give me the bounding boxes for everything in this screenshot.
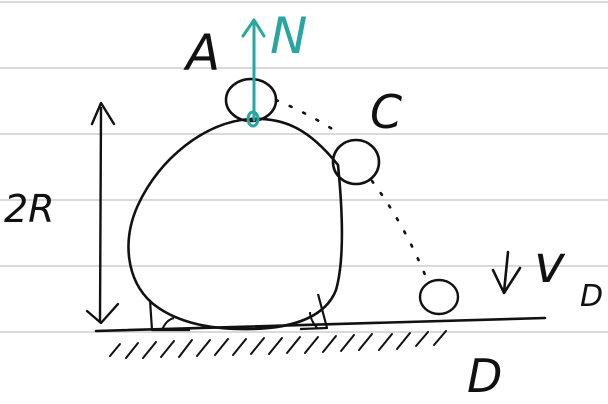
large-sphere [127, 117, 344, 331]
label-n: N [270, 7, 307, 65]
height-arrow [85, 101, 120, 325]
normal-force-arrow [241, 18, 266, 128]
label-2r: 2R [4, 187, 55, 231]
label-d: D [467, 349, 502, 399]
ball-at-d [418, 278, 460, 316]
left-wedge-arc [161, 317, 175, 331]
label-velocity: v [534, 235, 566, 295]
velocity-arrow [491, 250, 522, 295]
ball-at-c [331, 138, 381, 186]
right-wedge [299, 293, 329, 331]
label-velocity-subscript: D [580, 279, 603, 314]
label-a: A [183, 24, 220, 82]
trajectory-dotted [274, 98, 430, 284]
ground-hatching [109, 330, 447, 359]
left-wedge [148, 299, 190, 332]
ball-at-a [224, 77, 278, 123]
right-wedge-arc [309, 311, 319, 330]
label-c: C [370, 85, 402, 139]
